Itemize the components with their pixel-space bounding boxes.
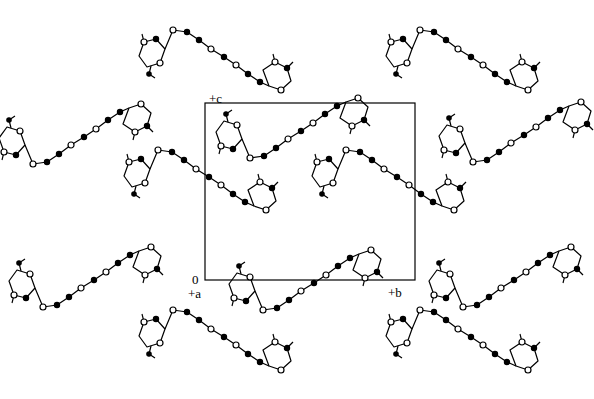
molecule xyxy=(139,307,293,373)
unit-cell xyxy=(205,103,415,280)
molecule xyxy=(139,27,293,93)
molecule xyxy=(386,27,540,93)
axis-label: +a xyxy=(188,287,201,300)
molecule xyxy=(216,95,370,161)
molecule xyxy=(439,99,593,165)
molecule xyxy=(312,147,466,213)
molecule xyxy=(229,247,383,313)
molecule xyxy=(386,307,540,373)
molecule xyxy=(0,101,153,167)
molecule xyxy=(9,244,163,310)
molecule xyxy=(429,244,583,310)
axis-label: +b xyxy=(388,286,402,299)
axis-label: 0 xyxy=(192,273,199,286)
axis-label: +c xyxy=(209,92,222,105)
